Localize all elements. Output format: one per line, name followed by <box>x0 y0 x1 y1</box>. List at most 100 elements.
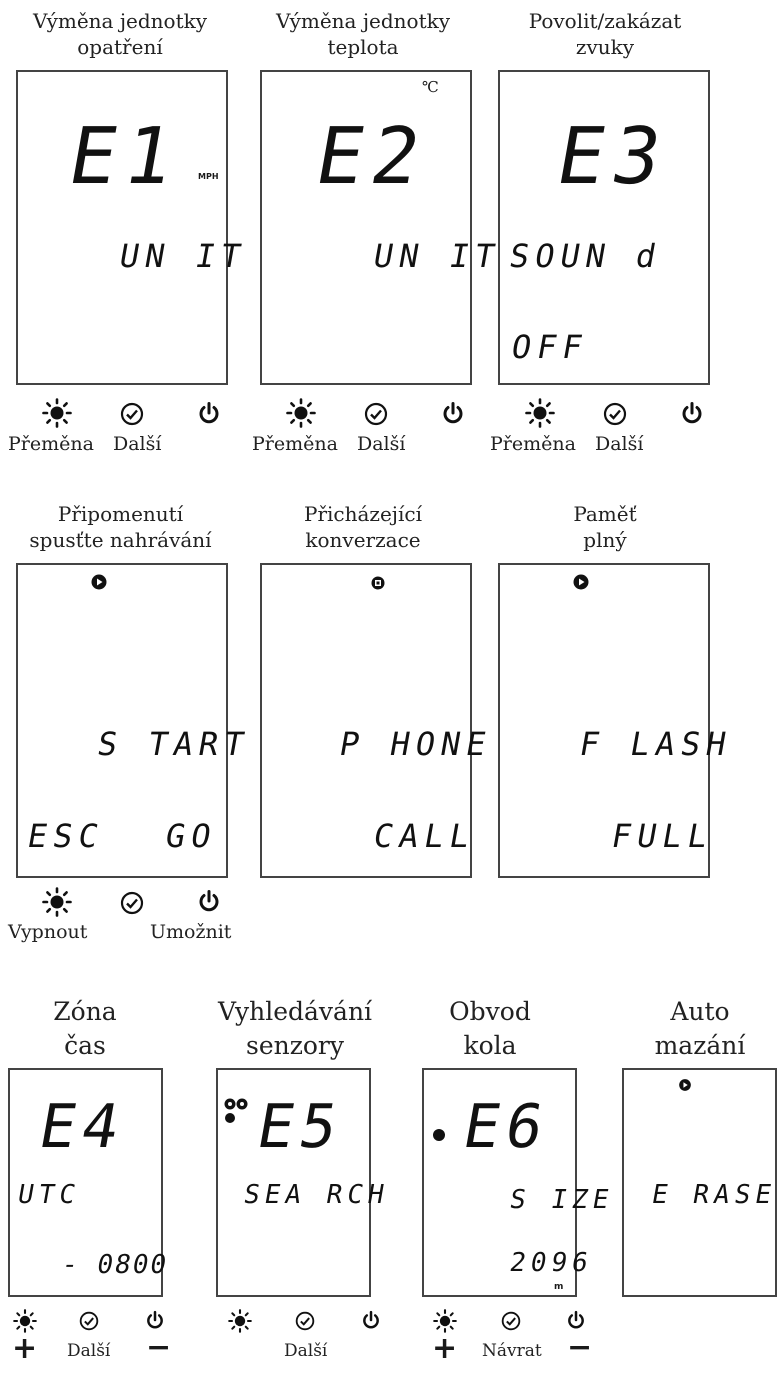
lcd-text: F LASH <box>576 725 735 763</box>
lcd-text: - 0800 <box>59 1250 171 1280</box>
lcd-panel-e4: E4 UTC - 0800 <box>8 1068 171 1297</box>
lcd-unit: ℃ <box>422 78 439 96</box>
wheel-sensor-icon <box>433 1129 445 1141</box>
title-memory-full: Paměť plný <box>495 501 715 553</box>
lcd-code: E1 <box>62 112 188 202</box>
lcd-code: E4 <box>33 1092 131 1162</box>
next-label: Další <box>113 433 162 455</box>
lcd-code: E3 <box>550 112 676 202</box>
title-line: plný <box>583 528 627 552</box>
title-line: Výměna jednotky <box>32 9 208 33</box>
next-label: Další <box>67 1341 111 1361</box>
title-line: senzory <box>245 1031 345 1060</box>
lcd-code: E5 <box>251 1092 349 1162</box>
power-icon[interactable] <box>197 401 221 425</box>
check-circle-icon[interactable] <box>79 1311 99 1331</box>
minus-sign: − <box>567 1330 593 1365</box>
title-e3: Povolit/zakázat zvuky <box>495 8 715 60</box>
lcd-go: GO <box>162 817 220 855</box>
title-line: opatření <box>77 35 163 59</box>
lcd-panel-e6: E6 S IZE 2096 m <box>422 1068 616 1297</box>
back-label: Návrat <box>482 1341 542 1361</box>
lcd-text: CALL <box>370 817 479 855</box>
next-label: Další <box>284 1341 328 1361</box>
title-line: Paměť <box>573 502 637 526</box>
power-icon[interactable] <box>361 1310 381 1330</box>
next-label: Další <box>357 433 406 455</box>
title-line: Výměna jednotky <box>275 9 451 33</box>
title-start-reminder: Připomenutí spusťte nahrávání <box>8 501 233 553</box>
title-line: Přicházející <box>304 502 422 526</box>
title-line: Obvod <box>449 997 531 1026</box>
sun-icon[interactable] <box>286 398 316 428</box>
lcd-text: S IZE <box>507 1185 616 1215</box>
title-line: kola <box>463 1031 517 1060</box>
lcd-panel-flash: F LASH FULL <box>498 563 735 878</box>
title-line: Zóna <box>53 997 117 1026</box>
lcd-panel-e2: E2 ℃ UN IT <box>260 70 504 385</box>
check-circle-icon[interactable] <box>120 402 144 426</box>
lcd-panel-phone: P HONE CALL <box>260 563 495 878</box>
power-icon[interactable] <box>680 401 704 425</box>
title-line: zvuky <box>575 35 635 59</box>
lcd-panel-e5: E5 SEA RCH <box>216 1068 391 1297</box>
title-auto-erase: Auto mazání <box>620 995 780 1063</box>
title-line: spusťte nahrávání <box>29 528 212 552</box>
lcd-panel-e1: E1 MPH UN IT <box>16 70 250 385</box>
convert-label: Přeměna <box>252 433 338 455</box>
minus-sign: − <box>146 1330 172 1365</box>
lcd-text: 2096 <box>507 1248 596 1278</box>
plus-sign: + <box>12 1331 38 1366</box>
power-icon[interactable] <box>197 889 221 913</box>
lcd-unit: MPH <box>198 172 219 181</box>
sun-icon[interactable] <box>13 1309 37 1333</box>
title-line: mazání <box>654 1031 746 1060</box>
title-line: Povolit/zakázat <box>528 9 682 33</box>
sensor-icons <box>224 1098 248 1123</box>
title-line: konverzace <box>305 528 421 552</box>
title-time-zone: Zóna čas <box>10 995 160 1063</box>
sun-icon[interactable] <box>42 398 72 428</box>
sun-icon[interactable] <box>525 398 555 428</box>
check-circle-icon[interactable] <box>501 1311 521 1331</box>
check-circle-icon[interactable] <box>364 402 388 426</box>
title-line: Vyhledávání <box>217 997 373 1026</box>
title-wheel-size: Obvod kola <box>415 995 565 1063</box>
phone-status-icon <box>371 576 385 590</box>
check-circle-icon[interactable] <box>295 1311 315 1331</box>
lcd-text: P HONE <box>336 725 495 763</box>
record-icon <box>679 1079 691 1091</box>
power-icon[interactable] <box>566 1310 586 1330</box>
lcd-text: UN IT <box>116 237 250 275</box>
lcd-text: SEA RCH <box>241 1180 392 1210</box>
sun-icon[interactable] <box>228 1309 252 1333</box>
lcd-panel-e3: E3 SOUN d OFF <box>498 70 710 385</box>
lcd-text: UTC <box>15 1180 83 1210</box>
power-icon[interactable] <box>441 401 465 425</box>
record-icon <box>91 574 107 590</box>
lcd-text: OFF <box>508 328 592 366</box>
lcd-code: E2 <box>309 112 435 202</box>
title-sensor-search: Vyhledávání senzory <box>205 995 385 1063</box>
title-e2: Výměna jednotky teplota <box>253 8 473 60</box>
plus-sign: + <box>432 1331 458 1366</box>
lcd-text: SOUN d <box>506 237 665 275</box>
check-circle-icon[interactable] <box>120 891 144 915</box>
sun-icon[interactable] <box>433 1309 457 1333</box>
next-label: Další <box>595 433 644 455</box>
title-line: čas <box>64 1031 106 1060</box>
title-line: Připomenutí <box>57 502 184 526</box>
sun-icon[interactable] <box>42 887 72 917</box>
lcd-panel-start: S TART ESC GO <box>16 563 253 878</box>
check-circle-icon[interactable] <box>603 402 627 426</box>
disable-label: Vypnout <box>8 921 88 943</box>
lcd-text: E RASE <box>649 1180 779 1210</box>
lcd-text: UN IT <box>370 237 504 275</box>
title-incoming-call: Přicházející konverzace <box>253 501 473 553</box>
power-icon[interactable] <box>145 1310 165 1330</box>
convert-label: Přeměna <box>490 433 576 455</box>
lcd-esc: ESC <box>24 817 108 855</box>
convert-label: Přeměna <box>8 433 94 455</box>
lcd-text: S TART <box>94 725 253 763</box>
lcd-panel-erase: E RASE <box>622 1068 779 1297</box>
